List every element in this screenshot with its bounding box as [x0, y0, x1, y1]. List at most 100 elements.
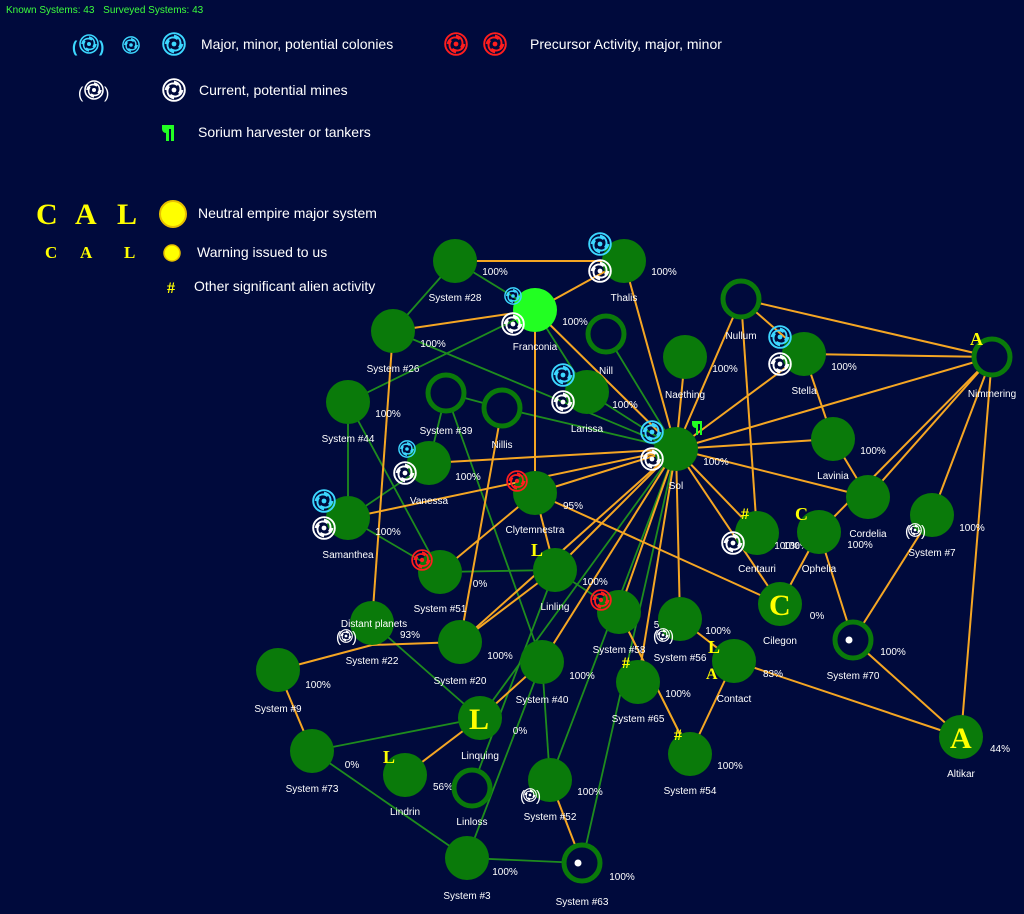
system-distant[interactable]: Distant planets: [341, 601, 407, 645]
system-node-unexplored[interactable]: [832, 619, 874, 661]
neutral-empire-marker-icon: A: [970, 329, 983, 349]
system-node[interactable]: [658, 597, 702, 641]
system-node-unexplored[interactable]: [561, 842, 603, 884]
system-node[interactable]: [407, 441, 451, 485]
system-node[interactable]: [910, 493, 954, 537]
system-node[interactable]: [326, 380, 370, 424]
system-node-unexplored[interactable]: [451, 767, 493, 809]
paren-left: (: [520, 788, 525, 805]
system-node[interactable]: [528, 758, 572, 802]
system-node[interactable]: [654, 427, 698, 471]
colony-minor-icon: [398, 440, 416, 458]
system-node-unexplored[interactable]: [425, 372, 467, 414]
system-node[interactable]: [565, 370, 609, 414]
system-node[interactable]: [939, 715, 983, 759]
jump-lane-green: [311, 717, 481, 752]
system-node[interactable]: [458, 696, 502, 740]
system-node[interactable]: [758, 582, 802, 626]
system-node[interactable]: [735, 511, 779, 555]
system-node[interactable]: [433, 239, 477, 283]
jump-lane-orange: [534, 448, 677, 494]
system-node[interactable]: [383, 753, 427, 797]
system-name-label: Clytemnestra: [506, 525, 565, 536]
system-linloss[interactable]: Linloss: [451, 767, 493, 828]
system-node[interactable]: [350, 601, 394, 645]
system-node[interactable]: [602, 239, 646, 283]
system-node[interactable]: [616, 660, 660, 704]
system-node[interactable]: [371, 309, 415, 353]
system-node-unexplored[interactable]: [971, 336, 1013, 378]
system-nillis[interactable]: Nillis: [481, 387, 523, 451]
jump-lane-orange: [459, 448, 677, 643]
system-nill[interactable]: Nill: [585, 313, 627, 377]
system-node[interactable]: [797, 510, 841, 554]
system-s58[interactable]: System #585%: [590, 589, 668, 656]
system-node[interactable]: [290, 729, 334, 773]
system-node[interactable]: [782, 332, 826, 376]
system-node[interactable]: [520, 640, 564, 684]
system-s73[interactable]: System #730%: [286, 729, 360, 795]
system-s39[interactable]: System #39: [420, 372, 473, 437]
system-node[interactable]: [663, 335, 707, 379]
system-node[interactable]: [438, 620, 482, 664]
system-node[interactable]: [513, 471, 557, 515]
precursor-minor-icon: [590, 589, 612, 611]
system-node[interactable]: [533, 548, 577, 592]
system-nullum[interactable]: Nullum: [720, 278, 762, 342]
system-node-unexplored[interactable]: [585, 313, 627, 355]
system-node[interactable]: [445, 836, 489, 880]
mine-current-icon: [768, 352, 792, 376]
system-node-unexplored[interactable]: [720, 278, 762, 320]
system-node[interactable]: [418, 550, 462, 594]
system-node[interactable]: [811, 417, 855, 461]
system-node[interactable]: [668, 732, 712, 776]
system-s51[interactable]: System #510%: [411, 549, 487, 615]
system-name-label: System #7: [908, 548, 956, 559]
system-node[interactable]: [712, 639, 756, 683]
known-systems-count: Known Systems: 43: [6, 5, 95, 16]
system-node-unexplored[interactable]: [481, 387, 523, 429]
system-node[interactable]: [846, 475, 890, 519]
system-node[interactable]: [326, 496, 370, 540]
system-node[interactable]: [256, 648, 300, 692]
system-node[interactable]: [597, 590, 641, 634]
system-count-header: Known Systems: 43 Surveyed Systems: 43: [6, 5, 209, 16]
